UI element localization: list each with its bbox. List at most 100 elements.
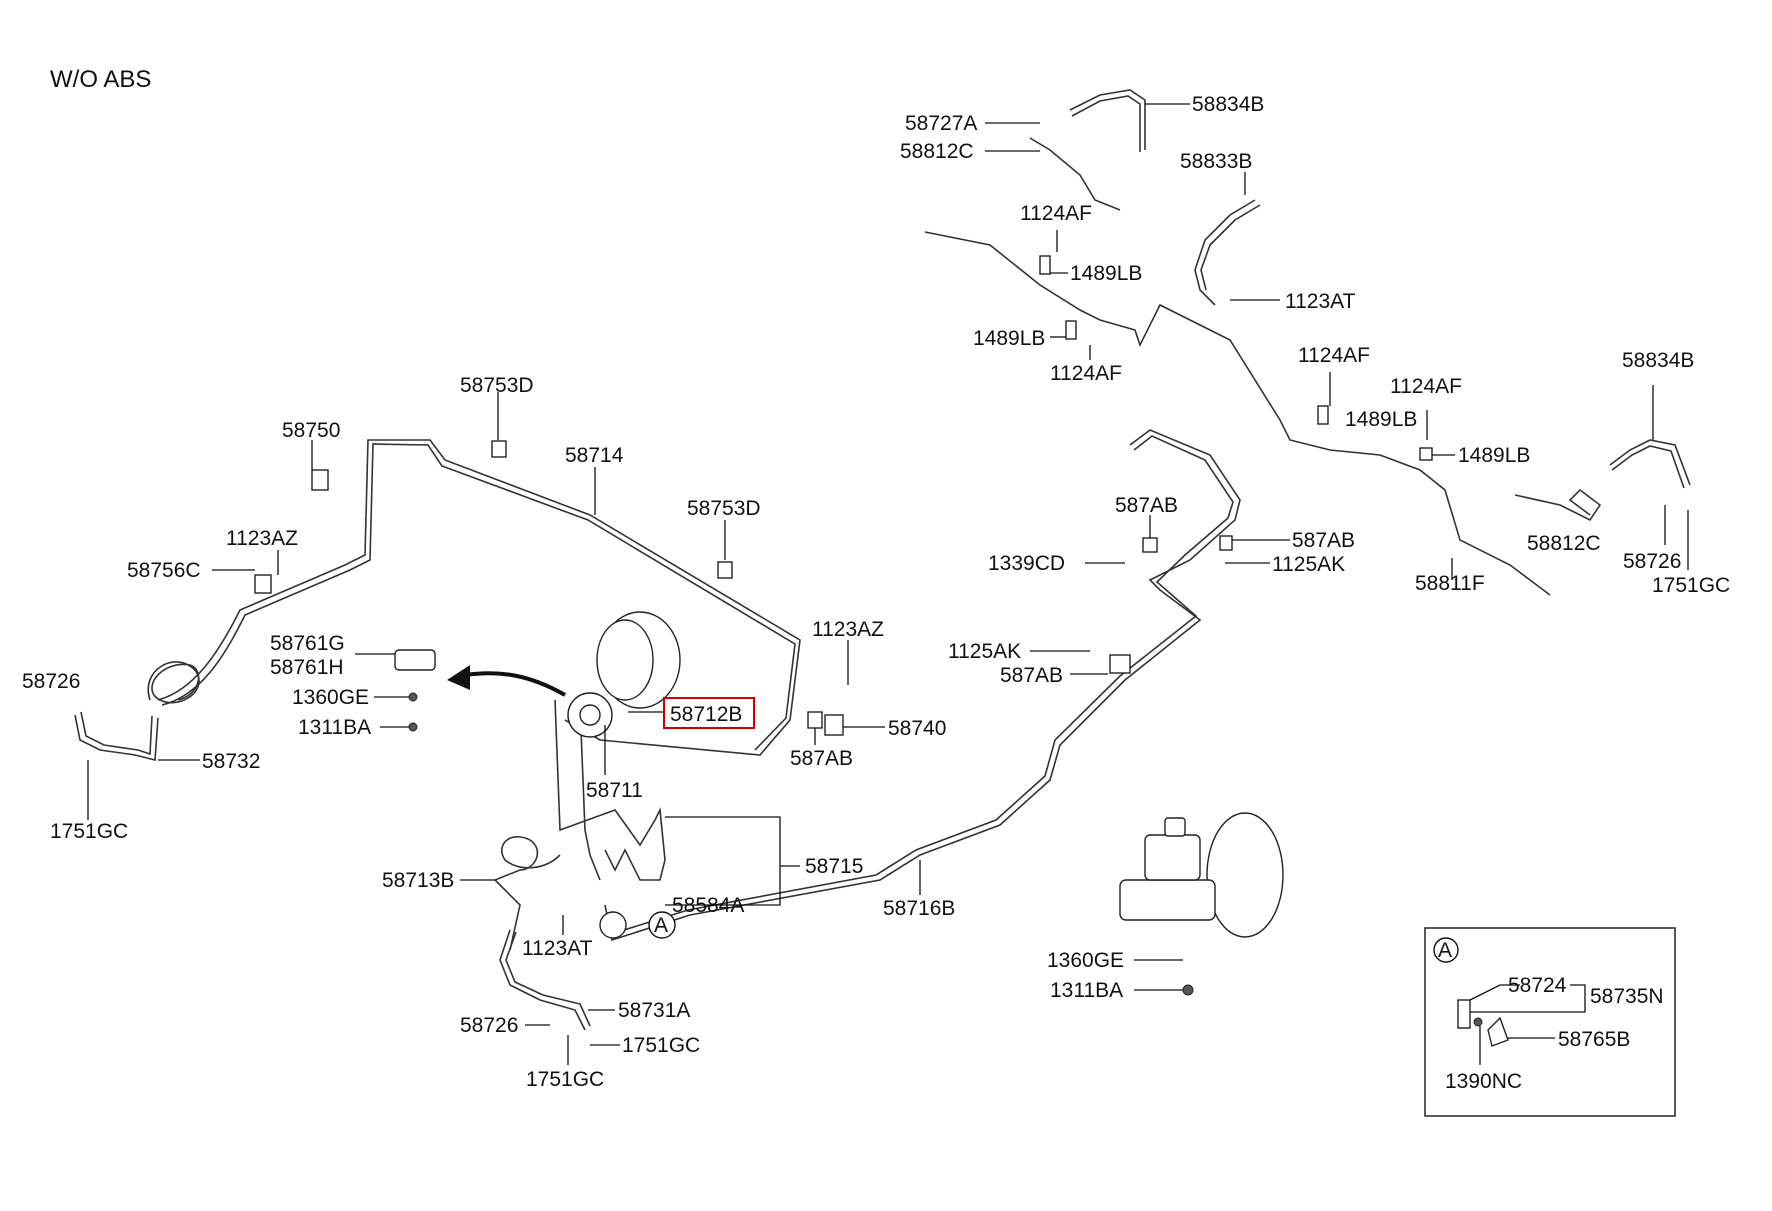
hose-58834B-top xyxy=(1069,89,1146,150)
part-glyphs xyxy=(254,255,1433,996)
callout-1751GC-left[interactable]: 1751GC xyxy=(50,820,128,843)
callout-58716B[interactable]: 58716B xyxy=(883,897,955,920)
callout-1125AK-b[interactable]: 1125AK xyxy=(948,640,1021,663)
callout-58761G[interactable]: 58761G xyxy=(270,632,345,655)
bracket-1489LB-c xyxy=(1317,405,1329,425)
clip-58750 xyxy=(311,469,329,491)
callout-587AB-c[interactable]: 587AB xyxy=(1000,664,1063,687)
bracket-1489LB-a xyxy=(1039,255,1051,275)
callout-1123AT-top[interactable]: 1123AT xyxy=(1285,290,1356,313)
bracket-58756C xyxy=(254,574,272,594)
callout-1339CD[interactable]: 1339CD xyxy=(988,552,1065,575)
callout-58714[interactable]: 58714 xyxy=(565,444,624,467)
callout-58724[interactable]: 58724 xyxy=(1508,974,1567,997)
callout-1360GE-mc[interactable]: 1360GE xyxy=(1047,949,1124,972)
pipe-58713B xyxy=(493,835,561,951)
callout-1751GC-low1[interactable]: 1751GC xyxy=(622,1034,700,1057)
lead-58735N xyxy=(1470,984,1586,1013)
view-marker-a[interactable]: A xyxy=(648,911,676,939)
leader-lines xyxy=(87,103,1689,1065)
callout-58732[interactable]: 58732 xyxy=(202,750,260,773)
clip-587AB-b xyxy=(1219,535,1233,551)
callout-1751GC-low2[interactable]: 1751GC xyxy=(526,1068,604,1091)
callout-1489LB-b[interactable]: 1489LB xyxy=(973,327,1045,350)
callout-58712B[interactable]: 58712B xyxy=(670,703,742,726)
callout-1751GC-right[interactable]: 1751GC xyxy=(1652,574,1730,597)
detail-a-inset: A 58724 58735N 58765B 1390NC xyxy=(1424,927,1676,1117)
reservoir-cap xyxy=(1164,817,1186,837)
hose-58834B-top-b xyxy=(1071,95,1141,152)
master-cylinder-58711-inner xyxy=(579,704,601,726)
callout-587AB-mid[interactable]: 587AB xyxy=(790,747,853,770)
detail-a-marker: A xyxy=(1438,939,1452,962)
callout-58750[interactable]: 58750 xyxy=(282,419,340,442)
clip-58765B xyxy=(1487,1016,1509,1047)
callout-58740[interactable]: 58740 xyxy=(888,717,946,740)
callout-1123AZ-mid[interactable]: 1123AZ xyxy=(812,618,884,641)
callout-1124AF-d[interactable]: 1124AF xyxy=(1390,375,1462,398)
callout-1125AK-a[interactable]: 1125AK xyxy=(1272,553,1345,576)
brake-pipes xyxy=(74,89,1691,1031)
callout-1311BA-mc[interactable]: 1311BA xyxy=(1050,979,1123,1002)
nut-1311BA-left xyxy=(408,722,418,732)
clip-587AB-mid xyxy=(807,711,823,729)
callout-58584A[interactable]: 58584A xyxy=(672,894,744,917)
callout-58756C[interactable]: 58756C xyxy=(127,559,201,582)
callout-1124AF-c[interactable]: 1124AF xyxy=(1298,344,1370,367)
bracket-1489LB-b xyxy=(1065,320,1077,340)
callout-1124AF-a[interactable]: 1124AF xyxy=(1020,202,1092,225)
brake-booster-small-face xyxy=(596,619,654,701)
bracket-58740 xyxy=(824,714,844,736)
callout-1311BA-left[interactable]: 1311BA xyxy=(298,716,371,739)
pipe-58812C-right xyxy=(1514,488,1602,522)
callout-58761H[interactable]: 58761H xyxy=(270,656,344,679)
callout-1390NC[interactable]: 1390NC xyxy=(1445,1070,1522,1093)
hose-58834B-right-b xyxy=(1611,445,1685,489)
callout-58713B[interactable]: 58713B xyxy=(382,869,454,892)
callout-58811F[interactable]: 58811F xyxy=(1415,572,1485,595)
callout-58833B[interactable]: 58833B xyxy=(1180,150,1252,173)
callout-58735N[interactable]: 58735N xyxy=(1590,985,1664,1008)
bracket-58724 xyxy=(1457,999,1471,1029)
callout-58753D-a[interactable]: 58753D xyxy=(460,374,534,397)
bracket-1489LB-d xyxy=(1419,447,1433,461)
callout-58812C-right[interactable]: 58812C xyxy=(1527,532,1601,555)
detail-a-marker-circle xyxy=(1433,937,1459,963)
variant-label: W/O ABS xyxy=(50,66,151,93)
callout-58731A[interactable]: 58731A xyxy=(618,999,690,1022)
view-marker-label: A xyxy=(654,914,668,937)
callout-58726-low[interactable]: 58726 xyxy=(460,1014,518,1037)
lead-58715 xyxy=(665,816,781,906)
callout-58726-left[interactable]: 58726 xyxy=(22,670,80,693)
callout-1360GE-left[interactable]: 1360GE xyxy=(292,686,369,709)
hose-58731A xyxy=(499,929,586,1031)
callout-58726-right[interactable]: 58726 xyxy=(1623,550,1681,573)
hose-58732-b xyxy=(80,711,153,756)
pointer-arrow-head xyxy=(447,665,470,690)
callout-58812C-top[interactable]: 58812C xyxy=(900,140,974,163)
hose-58731A-b xyxy=(505,931,591,1027)
callout-58711[interactable]: 58711 xyxy=(586,779,643,802)
view-marker-circle xyxy=(648,911,676,939)
callout-58753D-b[interactable]: 58753D xyxy=(687,497,761,520)
hose-58834B-right xyxy=(1609,439,1691,486)
pipe-58716B xyxy=(604,429,1241,942)
callout-58727A[interactable]: 58727A xyxy=(905,112,977,135)
callout-58715[interactable]: 58715 xyxy=(805,855,863,878)
clip-587AB-a xyxy=(1142,537,1158,553)
callout-1123AZ-left[interactable]: 1123AZ xyxy=(226,527,298,550)
callout-1124AF-b[interactable]: 1124AF xyxy=(1050,362,1122,385)
callout-1489LB-d[interactable]: 1489LB xyxy=(1458,444,1530,467)
callout-587AB-a[interactable]: 587AB xyxy=(1115,494,1178,517)
callout-1489LB-c[interactable]: 1489LB xyxy=(1345,408,1417,431)
callout-58765B[interactable]: 58765B xyxy=(1558,1028,1630,1051)
part-callouts: 58727A 58812C 58834B 58833B 1124AF 1489L… xyxy=(22,93,1730,1091)
callout-1489LB-a[interactable]: 1489LB xyxy=(1070,262,1142,285)
callout-587AB-b[interactable]: 587AB xyxy=(1292,529,1355,552)
callout-1123AT-low[interactable]: 1123AT xyxy=(522,937,593,960)
callout-58834B-top[interactable]: 58834B xyxy=(1192,93,1264,116)
hose-58833B xyxy=(1194,199,1256,306)
callout-58834B-right[interactable]: 58834B xyxy=(1622,349,1694,372)
nut-1360GE-left xyxy=(408,692,418,702)
